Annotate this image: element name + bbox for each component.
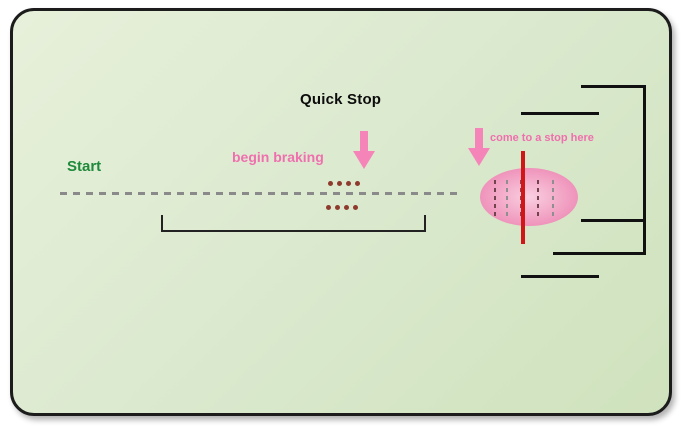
brake-marker-dots-row [326,205,358,210]
brake-dot [337,181,342,186]
brake-marker-dots-row [328,181,360,186]
stop-zone-mark [506,178,509,216]
course-boundary-line [643,85,646,255]
course-boundary-line [521,275,599,278]
course-boundary-line [581,219,643,222]
start-label: Start [67,158,102,175]
stop-here-label: come to a stop here [490,132,594,144]
brake-dot [344,205,349,210]
brake-dot [335,205,340,210]
stop-zone-mark [493,178,496,216]
begin-braking-label: begin braking [232,149,324,165]
brake-dot [328,181,333,186]
diagram-title: Quick Stop [300,91,382,108]
braking-zone-bracket [161,215,426,232]
brake-dot [326,205,331,210]
down-arrow-icon [353,131,375,169]
course-panel: Quick Stop Start begin braking come to a… [10,8,672,416]
stop-zone-ellipse [480,168,578,226]
stop-zone-mark [536,178,539,216]
course-boundary-line [581,85,645,88]
course-boundary-line [521,112,599,115]
brake-dot [353,205,358,210]
brake-dot [355,181,360,186]
riding-path-dashed-line [60,192,460,195]
down-arrow-icon [468,128,490,166]
stop-zone-mark [551,178,554,216]
stop-line [521,151,525,244]
brake-dot [346,181,351,186]
course-boundary-line [553,252,645,255]
